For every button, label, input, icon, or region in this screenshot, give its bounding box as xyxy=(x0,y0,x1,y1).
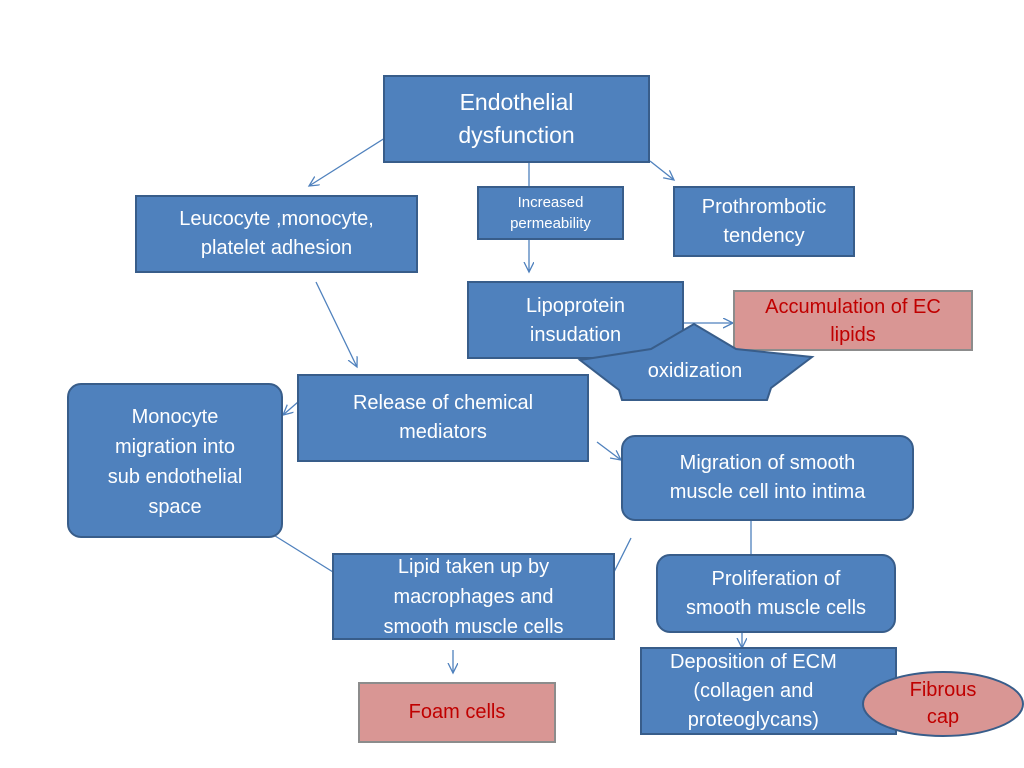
node-increased-permeability: Increased permeability xyxy=(477,186,624,240)
node-lipid-uptake: Lipid taken up by macrophages and smooth… xyxy=(332,553,615,640)
node-fibrous-cap-label: Fibrous cap xyxy=(909,679,977,728)
node-label: Migration of smooth muscle cell into int… xyxy=(669,452,866,503)
node-endothelial-dysfunction: Endothelial dysfunction xyxy=(383,75,650,163)
node-label: Foam cells xyxy=(408,701,506,723)
node-label: Increased permeability xyxy=(510,194,591,232)
node-proliferation-smooth-muscle: Proliferation of smooth muscle cells xyxy=(656,554,896,633)
arrow-release-to-monocyte xyxy=(283,401,299,415)
line-migration-to-lipid xyxy=(613,537,632,573)
node-label: Deposition of ECM (collagen and proteogl… xyxy=(670,650,837,731)
node-prothrombotic-tendency: Prothrombotic tendency xyxy=(673,186,855,257)
node-label: Endothelial dysfunction xyxy=(458,88,575,148)
node-lipoprotein-insudation: Lipoprotein insudation xyxy=(467,281,684,359)
arrow-release-to-migration xyxy=(596,441,621,460)
node-accumulation-ec-lipids: Accumulation of EC lipids xyxy=(733,290,973,351)
node-deposition-ecm: Deposition of ECM (collagen and proteogl… xyxy=(640,647,897,735)
line-monocyte-to-lipid xyxy=(271,533,334,573)
node-label: Accumulation of EC lipids xyxy=(765,295,941,346)
arrow-leucocyte-to-release xyxy=(315,281,357,367)
node-label: Leucocyte ,monocyte, platelet adhesion xyxy=(179,208,374,259)
node-label: Monocyte migration into sub endothelial … xyxy=(107,406,243,518)
arrow-endothelial-to-leucocyte xyxy=(309,137,386,186)
node-monocyte-migration: Monocyte migration into sub endothelial … xyxy=(67,383,283,538)
node-label: Proliferation of smooth muscle cells xyxy=(685,567,867,619)
oxidization-label: oxidization xyxy=(647,359,743,382)
node-migration-smooth-muscle: Migration of smooth muscle cell into int… xyxy=(621,435,914,521)
node-label: Release of chemical mediators xyxy=(352,392,534,443)
node-label: Lipid taken up by macrophages and smooth… xyxy=(383,555,564,638)
node-label: Lipoprotein insudation xyxy=(526,295,625,346)
node-leucocyte-adhesion: Leucocyte ,monocyte, platelet adhesion xyxy=(135,195,418,273)
node-label: Prothrombotic tendency xyxy=(701,195,827,247)
node-foam-cells: Foam cells xyxy=(358,682,556,743)
arrow-endothelial-to-prothrombotic xyxy=(649,160,674,180)
node-release-chemical-mediators: Release of chemical mediators xyxy=(297,374,589,462)
